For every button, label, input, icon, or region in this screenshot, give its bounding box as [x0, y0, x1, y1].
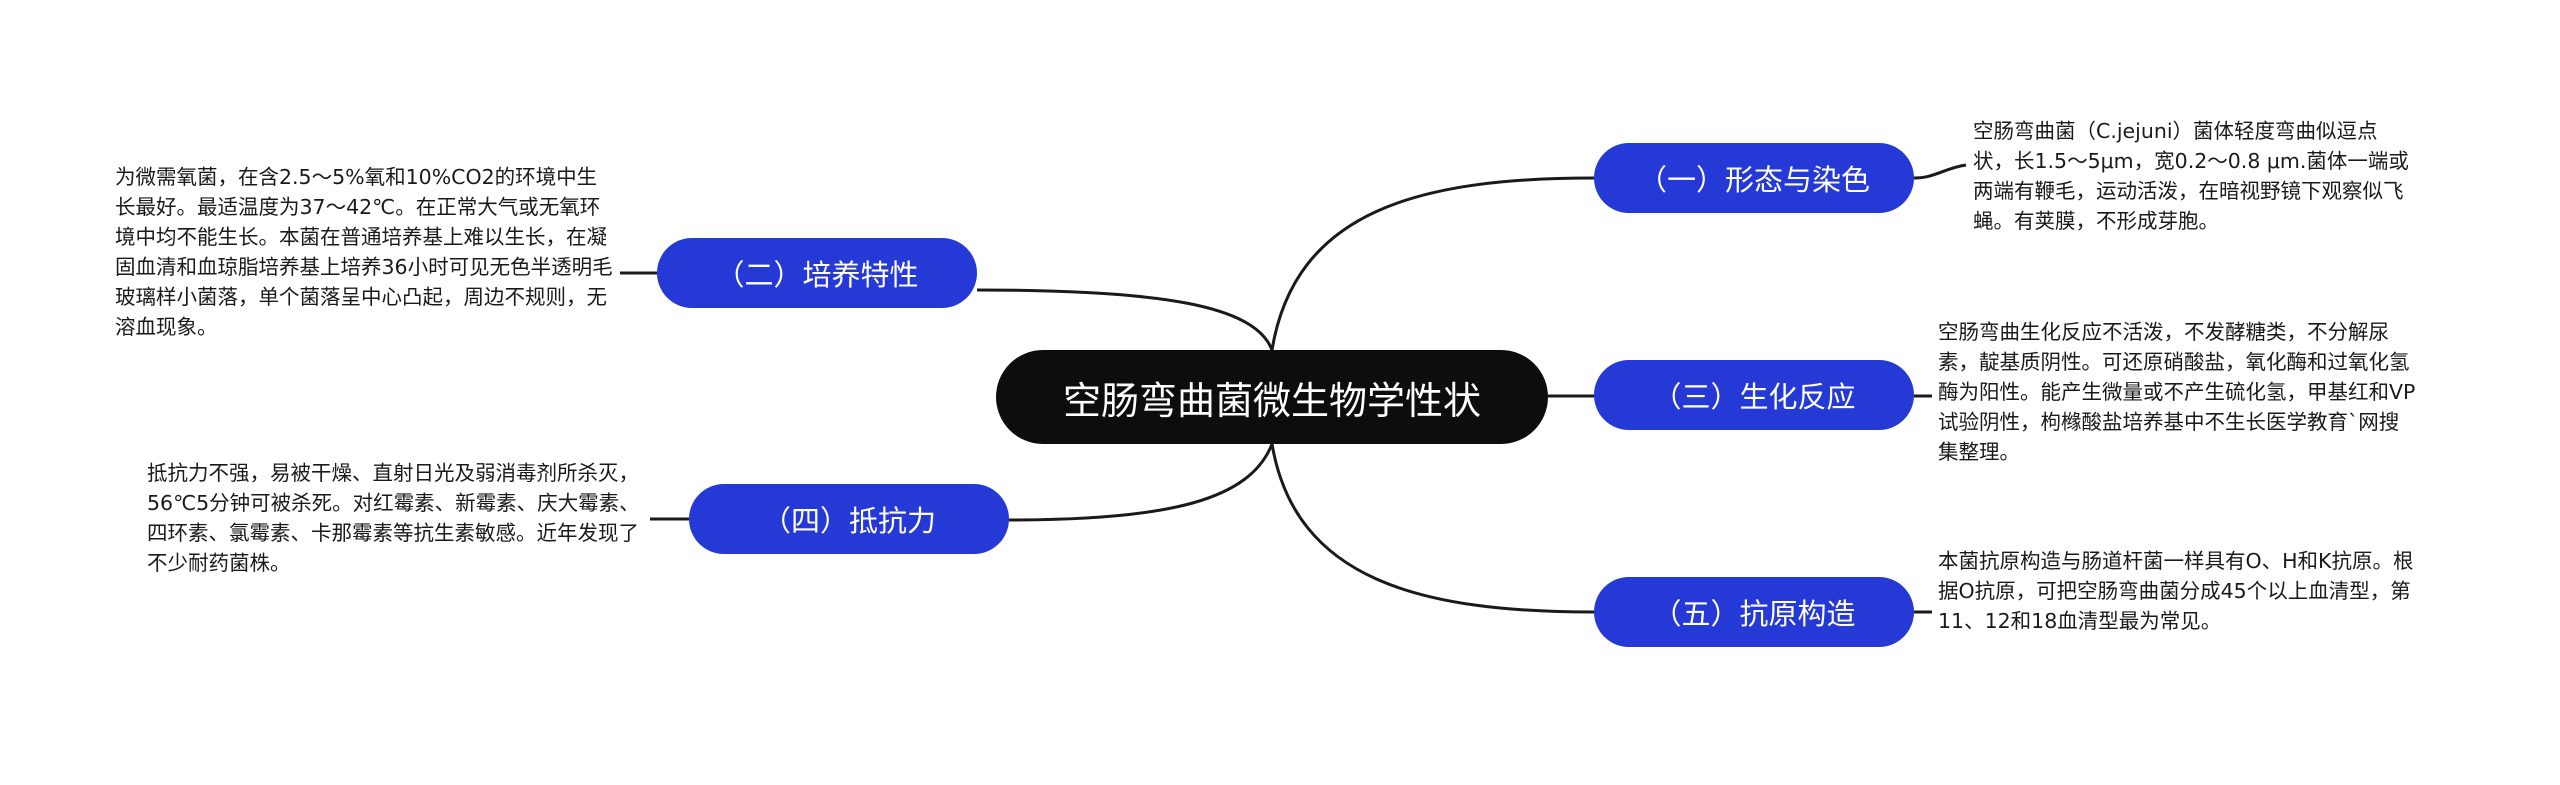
leaf-text-antigen: 本菌抗原构造与肠道杆菌一样具有O、H和K抗原。根据O抗原，可把空肠弯曲菌分成45…: [1938, 549, 2414, 633]
branch-node-morphology[interactable]: （一）形态与染色: [1594, 143, 1914, 213]
connector-root-b1: [1270, 176, 1595, 351]
branch-node-biochemical[interactable]: （三）生化反应: [1594, 360, 1914, 430]
connector-root-b5: [1270, 443, 1595, 614]
connector-root-b2: [976, 288, 1274, 351]
branch-node-antigen[interactable]: （五）抗原构造: [1594, 577, 1914, 647]
connector-b1-leaf: [1913, 163, 1967, 180]
connector-root-b4: [1008, 443, 1274, 522]
root-node[interactable]: 空肠弯曲菌微生物学性状: [996, 350, 1548, 444]
branch-node-resistance[interactable]: （四）抵抗力: [689, 484, 1009, 554]
leaf-text-morphology: 空肠弯曲菌（C.jejuni）菌体轻度弯曲似逗点状，长1.5～5μm，宽0.2～…: [1973, 119, 2409, 233]
leaf-text-culture: 为微需氧菌，在含2.5～5%氧和10%CO2的环境中生长最好。最适温度为37～4…: [115, 165, 613, 339]
leaf-text-resistance: 抵抗力不强，易被干燥、直射日光及弱消毒剂所杀灭，56℃5分钟可被杀死。对红霉素、…: [147, 461, 640, 575]
leaf-text-biochemical: 空肠弯曲生化反应不活泼，不发酵糖类，不分解尿素，靛基质阴性。可还原硝酸盐，氧化酶…: [1938, 320, 2416, 464]
branch-node-culture[interactable]: （二）培养特性: [657, 238, 977, 308]
